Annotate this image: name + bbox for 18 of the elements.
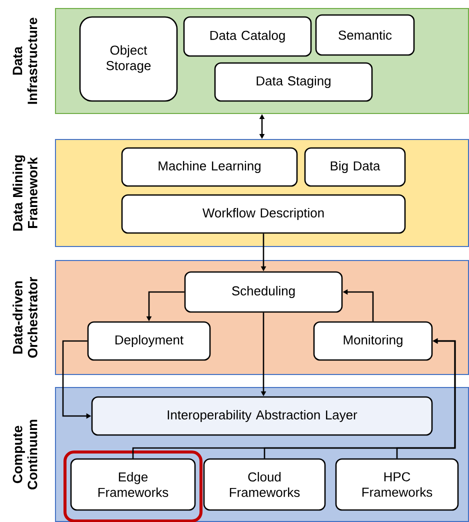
component-box: Object Storage xyxy=(79,16,178,102)
node-label: Compute Continuum xyxy=(12,420,38,490)
component-box: Data Staging xyxy=(214,62,373,102)
component-box: Machine Learning xyxy=(121,147,298,187)
component-box: Semantic xyxy=(315,14,415,56)
component-box: Workflow Description xyxy=(121,194,406,234)
component-box: Edge Frameworks xyxy=(70,458,196,511)
node-label: Data Mining Framework xyxy=(12,155,38,231)
component-box: Interoperability Abstraction Layer xyxy=(91,396,433,436)
node-label: Data-driven Orchestrator xyxy=(12,276,38,358)
component-box: Big Data xyxy=(304,147,406,187)
component-box: Monitoring xyxy=(313,321,433,361)
node-label: Data Infrastructure xyxy=(12,18,38,104)
component-box: HPC Frameworks xyxy=(335,458,459,511)
component-box: Cloud Frameworks xyxy=(203,458,326,511)
component-box: Data Catalog xyxy=(183,16,312,57)
component-box: Scheduling xyxy=(184,271,343,313)
component-box: Deployment xyxy=(87,321,211,361)
